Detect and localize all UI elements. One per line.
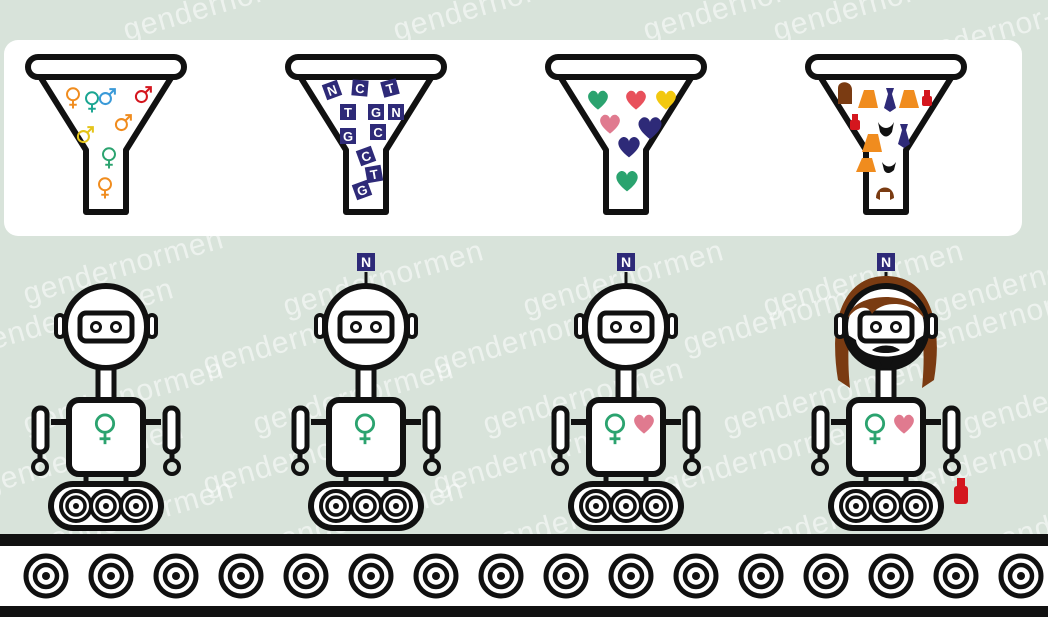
conveyor-wheel — [806, 556, 846, 596]
conveyor-wheel — [611, 556, 651, 596]
conveyor-wheel — [286, 556, 326, 596]
svg-text:G: G — [371, 105, 381, 120]
hair-icon — [838, 82, 852, 104]
dna-letter-block: C — [370, 124, 386, 140]
robot-3: N — [553, 253, 699, 528]
svg-text:G: G — [343, 129, 353, 144]
conveyor-wheel — [221, 556, 261, 596]
conveyor-wheel — [546, 556, 586, 596]
robot-1 — [33, 286, 179, 528]
conveyor-wheel — [1001, 556, 1041, 596]
dna-letter-block: T — [340, 104, 356, 120]
antenna-letter: N — [881, 254, 891, 270]
antenna-letter: N — [361, 254, 371, 270]
conveyor-wheel — [416, 556, 456, 596]
gender-symbols-funnel — [28, 57, 184, 212]
conveyor-wheel — [26, 556, 66, 596]
conveyor-wheel — [741, 556, 781, 596]
robot-4: N — [813, 253, 968, 528]
antenna-letter: N — [621, 254, 631, 270]
conveyor-wheel — [676, 556, 716, 596]
conveyor-wheel — [91, 556, 131, 596]
dna-letter-block: N — [388, 104, 404, 120]
nail-polish-icon — [954, 478, 968, 504]
svg-text:N: N — [391, 105, 400, 120]
conveyor-wheel — [936, 556, 976, 596]
conveyor-wheel — [481, 556, 521, 596]
dna-letter-block: C — [351, 79, 368, 96]
dna-letter-block: G — [368, 104, 384, 120]
svg-text:T: T — [344, 105, 352, 120]
dna-letter-block: T — [365, 165, 384, 184]
robot-2: N — [293, 253, 439, 528]
appearance-items-funnel — [808, 57, 964, 212]
conveyor-wheel — [871, 556, 911, 596]
svg-text:C: C — [373, 125, 383, 140]
dna-letter-block: G — [340, 128, 356, 144]
conveyor-belt — [0, 534, 1048, 617]
hearts-funnel — [548, 57, 704, 212]
conveyor-wheel — [156, 556, 196, 596]
conveyor-wheel — [351, 556, 391, 596]
